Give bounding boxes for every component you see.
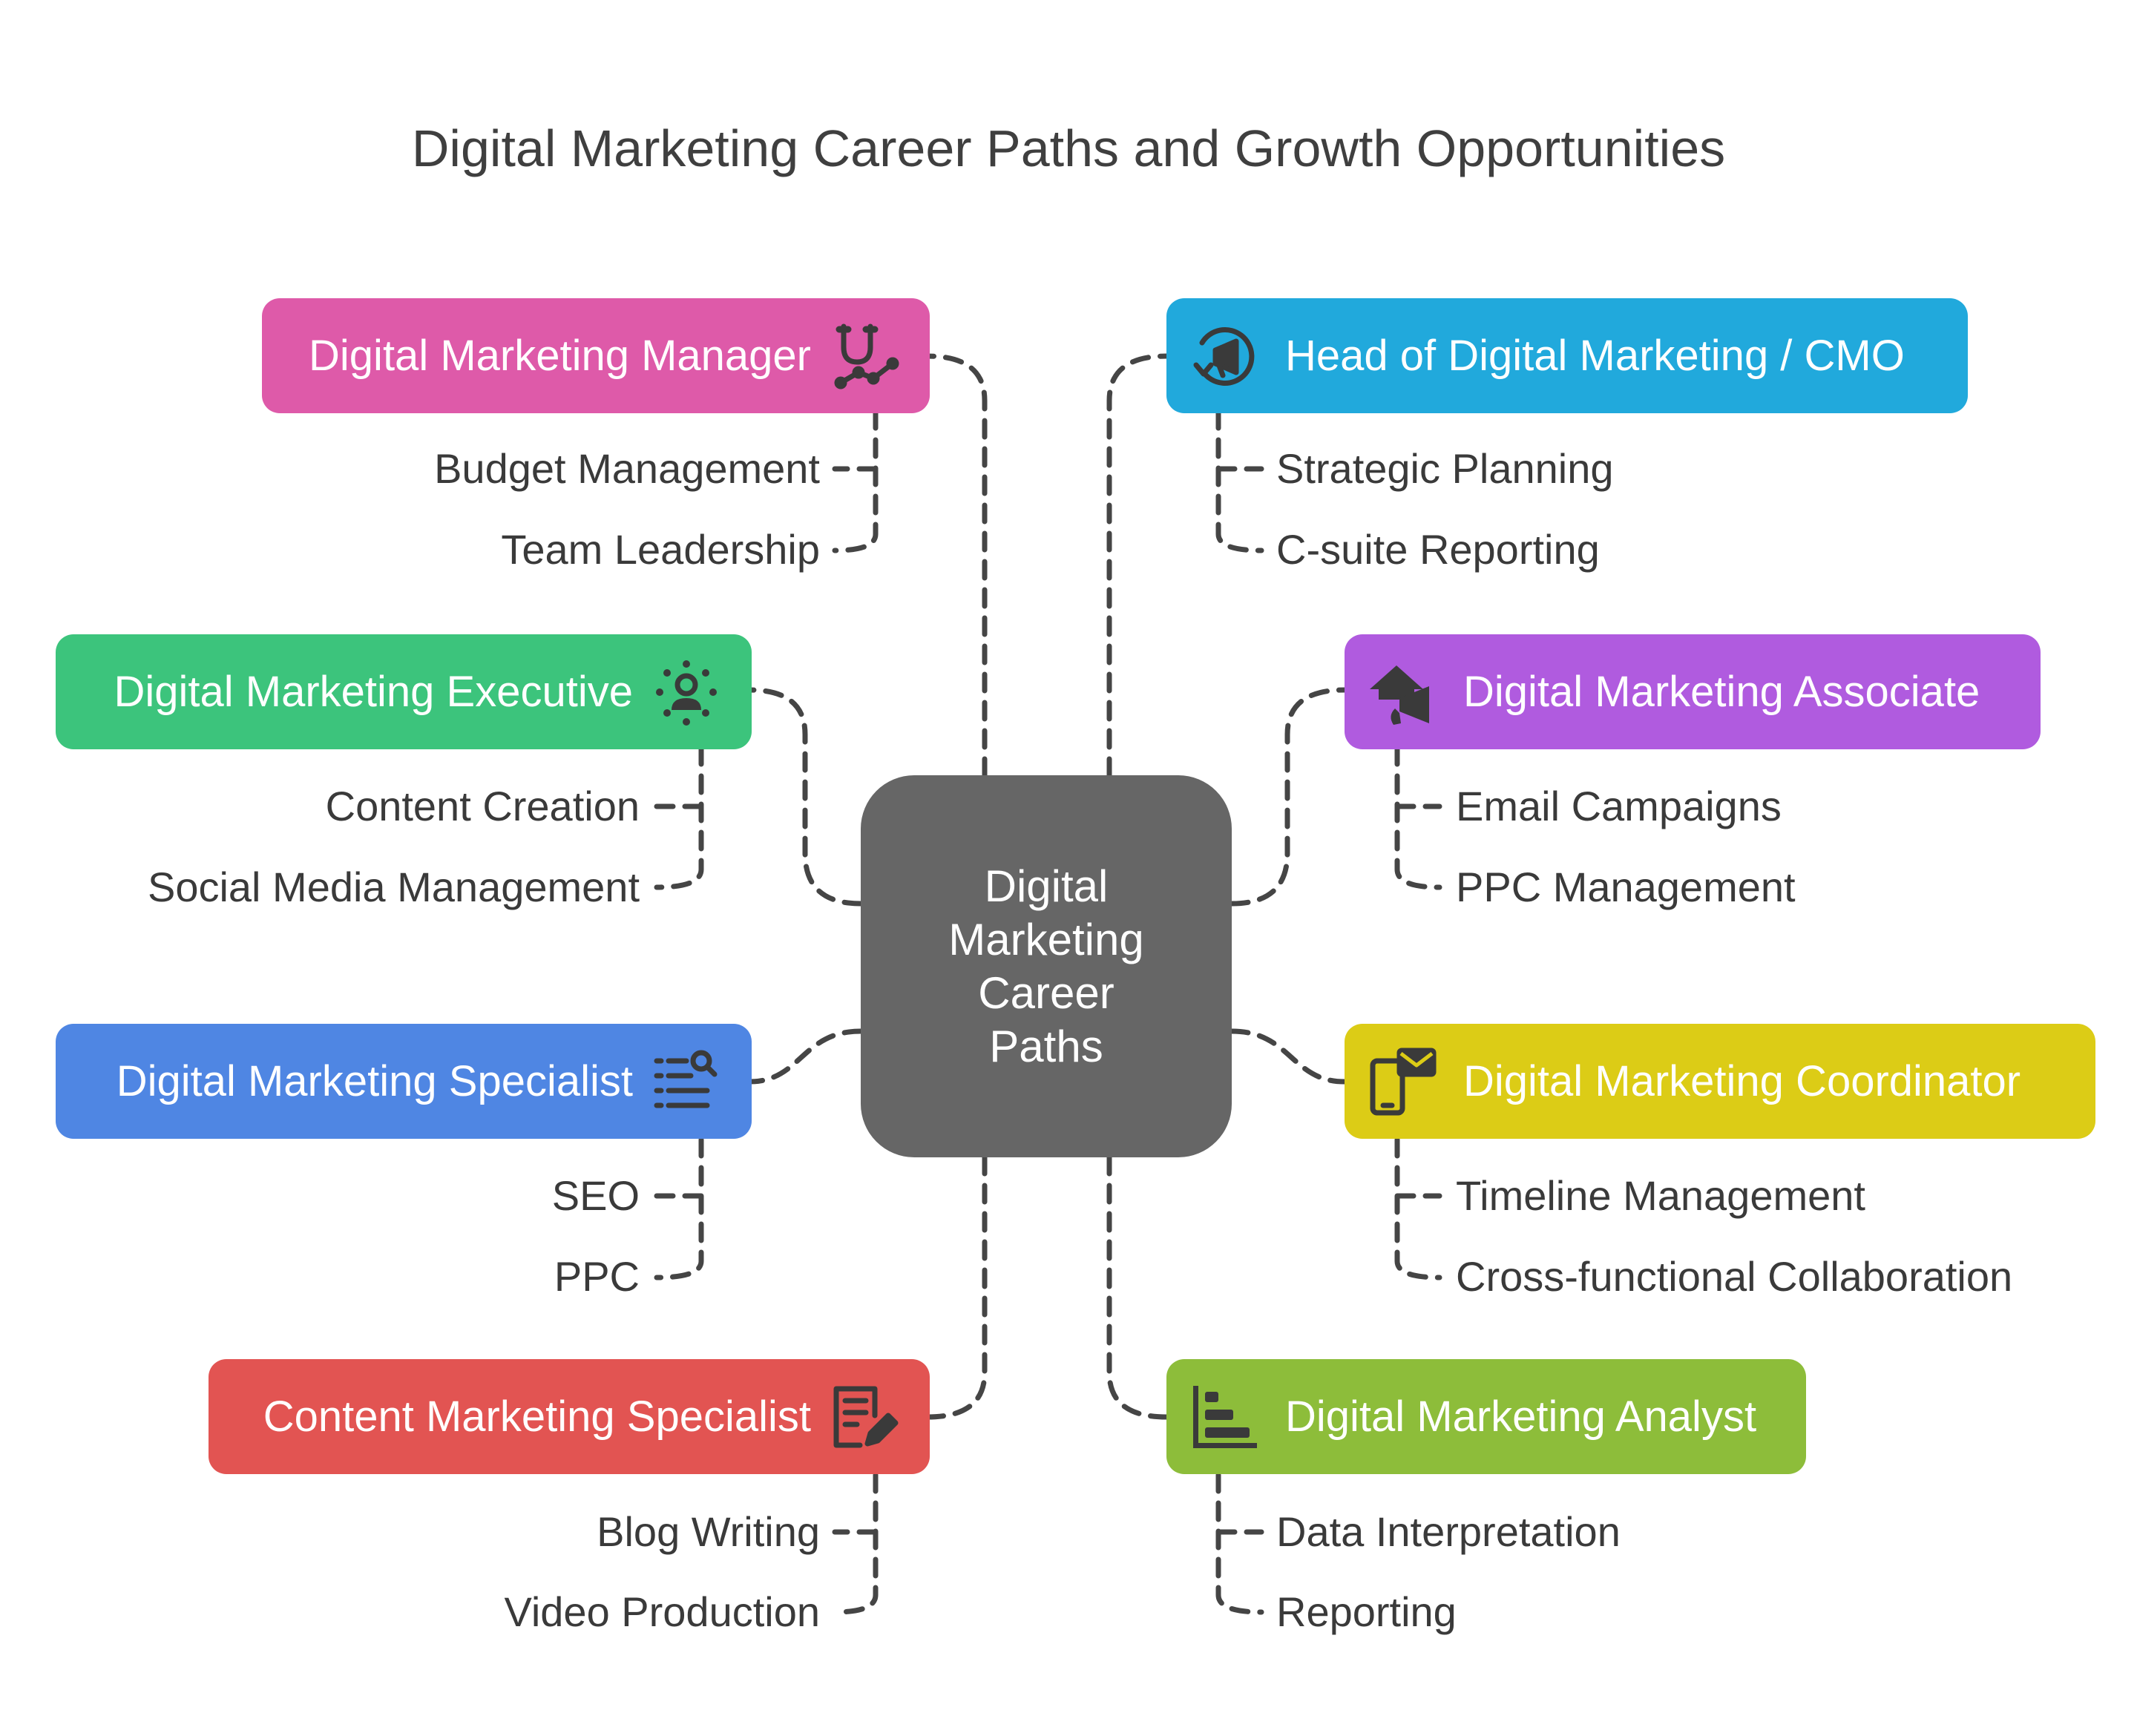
connector-associate (1229, 687, 1347, 907)
connector-analyst (1106, 1154, 1169, 1420)
subconnector-executive (654, 745, 704, 890)
subconnector-associate (1394, 745, 1442, 890)
skill-manager-2: Team Leadership (501, 526, 820, 573)
subconnector-analyst (1215, 1472, 1264, 1615)
role-box-analyst: Digital Marketing Analyst (1166, 1359, 1806, 1474)
role-label-head: Head of Digital Marketing / CMO (1285, 332, 1905, 380)
skill-executive-1: Content Creation (325, 783, 640, 829)
skill-manager-1: Budget Management (434, 445, 820, 492)
role-label-analyst: Digital Marketing Analyst (1285, 1393, 1757, 1441)
user-radiate-icon (651, 657, 722, 728)
connector-specialist (746, 1028, 864, 1085)
role-box-executive: Digital Marketing Executive (56, 634, 752, 749)
role-box-head: Head of Digital Marketing / CMO (1166, 298, 1968, 413)
megaphone-cycle-icon (1189, 320, 1260, 392)
role-box-coordinator: Digital Marketing Coordinator (1345, 1024, 2095, 1139)
diagram-title: Digital Marketing Career Paths and Growt… (411, 119, 1726, 177)
skill-head-1: Strategic Planning (1276, 445, 1614, 492)
subconnector-head (1215, 409, 1264, 553)
list-search-icon (651, 1046, 722, 1117)
role-box-associate: Digital Marketing Associate (1345, 634, 2041, 749)
subconnector-coordinator (1394, 1137, 1442, 1280)
center-node: Digital Marketing Career Paths (861, 775, 1232, 1157)
role-label-associate: Digital Marketing Associate (1463, 668, 1980, 716)
skill-associate-2: PPC Management (1456, 864, 1796, 910)
subconnector-manager (832, 409, 879, 553)
role-label-content: Content Marketing Specialist (263, 1393, 811, 1441)
skill-analyst-2: Reporting (1276, 1588, 1457, 1635)
center-node-label: Digital Marketing Career Paths (948, 861, 1144, 1071)
role-box-content: Content Marketing Specialist (209, 1359, 930, 1474)
connector-manager (925, 353, 988, 778)
bar-chart-icon (1189, 1381, 1260, 1453)
role-box-specialist: Digital Marketing Specialist (56, 1024, 752, 1139)
subconnector-specialist (654, 1137, 704, 1280)
role-label-specialist: Digital Marketing Specialist (116, 1057, 633, 1105)
skill-head-2: C-suite Reporting (1276, 526, 1600, 573)
skill-analyst-1: Data Interpretation (1276, 1508, 1621, 1555)
connector-head (1106, 353, 1169, 778)
connector-executive (746, 687, 864, 907)
skill-executive-2: Social Media Management (147, 864, 640, 910)
role-label-manager: Digital Marketing Manager (309, 332, 811, 380)
skill-coordinator-1: Timeline Management (1456, 1172, 1865, 1219)
skill-content-1: Blog Writing (597, 1508, 820, 1555)
skill-associate-1: Email Campaigns (1456, 783, 1782, 829)
magnet-chart-icon (829, 320, 900, 392)
skill-coordinator-2: Cross-functional Collaboration (1456, 1253, 2013, 1300)
connector-coordinator (1229, 1028, 1347, 1085)
skill-specialist-1: SEO (551, 1172, 640, 1219)
subconnector-content (832, 1472, 879, 1615)
skill-specialist-2: PPC (554, 1253, 640, 1300)
role-label-executive: Digital Marketing Executive (114, 668, 633, 716)
phone-mail-icon (1367, 1046, 1438, 1117)
house-megaphone-icon (1367, 657, 1438, 728)
connector-content (925, 1154, 988, 1420)
role-box-manager: Digital Marketing Manager (262, 298, 930, 413)
role-label-coordinator: Digital Marketing Coordinator (1463, 1057, 2021, 1105)
document-pen-icon (829, 1381, 900, 1453)
skill-content-2: Video Production (504, 1588, 821, 1635)
